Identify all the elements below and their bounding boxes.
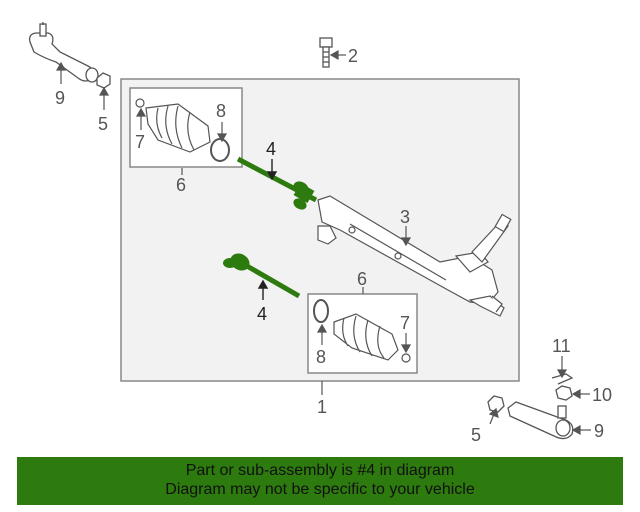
callout-7-right: 7 [400, 313, 410, 333]
cotter-pin [551, 373, 574, 385]
callout-2: 2 [348, 46, 358, 66]
callout-6-left: 6 [176, 175, 186, 195]
nut-left [96, 72, 111, 89]
castle-nut [555, 385, 573, 401]
callout-9-right: 9 [594, 421, 604, 441]
info-line-disclaimer: Diagram may not be specific to your vehi… [165, 481, 475, 498]
callout-10: 10 [592, 385, 612, 405]
callout-8-right: 8 [316, 347, 326, 367]
callout-7-left: 7 [135, 132, 145, 152]
leader-lines [55, 49, 591, 436]
bolt [319, 37, 333, 68]
callout-5-left: 5 [98, 114, 108, 134]
steering-gear-diagram: 1 2 3 4 4 5 5 6 6 7 7 8 8 9 9 10 11 [28, 22, 612, 445]
inner-tie-rod-bottom [223, 253, 301, 299]
callout-4-bottom: 4 [257, 304, 267, 324]
callout-4-top: 4 [266, 139, 276, 159]
callout-1: 1 [317, 397, 327, 417]
info-line-part: Part or sub-assembly is #4 in diagram [185, 462, 455, 479]
boot-right [313, 299, 411, 363]
rack-housing [317, 195, 512, 317]
leader-lines-part4 [257, 159, 278, 300]
callout-8-left: 8 [216, 101, 226, 121]
tie-rod-end-left [28, 22, 99, 83]
tie-rod-end-right [507, 401, 574, 440]
callout-3: 3 [400, 207, 410, 227]
callout-11: 11 [552, 336, 571, 356]
inner-tie-rod-top [236, 156, 318, 210]
boot-left [135, 98, 230, 162]
info-banner: Part or sub-assembly is #4 in diagram Di… [17, 457, 623, 505]
nut-right [487, 395, 505, 413]
callout-6-right: 6 [357, 269, 367, 289]
callout-5-right: 5 [471, 425, 481, 445]
callout-9-left: 9 [55, 88, 65, 108]
